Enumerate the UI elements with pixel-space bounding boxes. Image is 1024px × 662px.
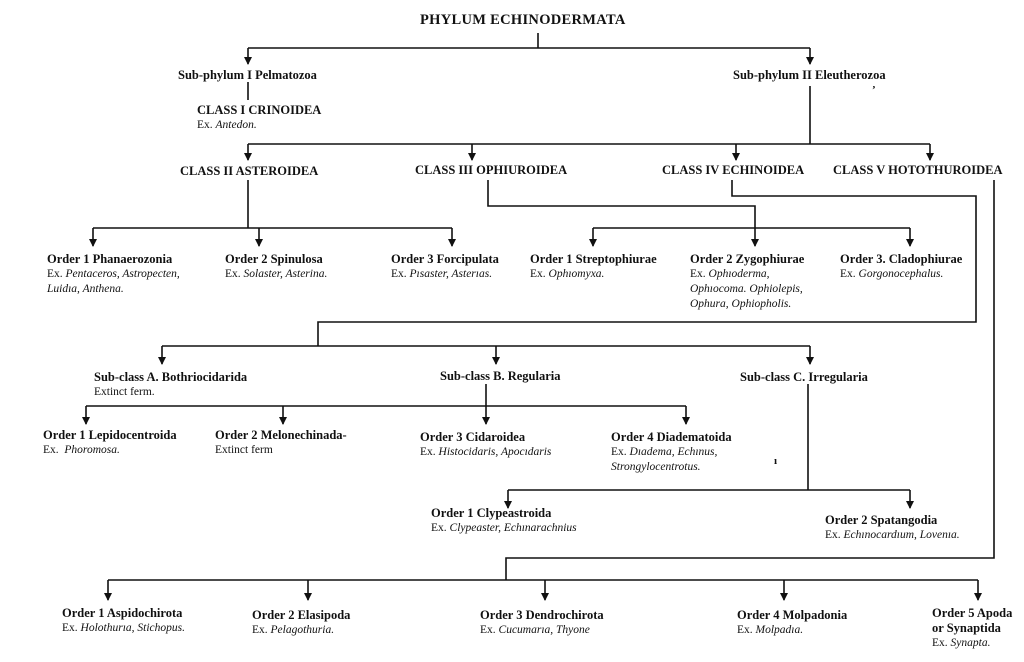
order-title: Order 5 Apoda <box>932 606 1013 620</box>
class-echinoidea-title: CLASS IV ECHINOIDEA <box>662 163 805 177</box>
order-zygophiurae: Order 2 Zygophiurae Ex. Ophıoderma, Ophı… <box>690 252 804 312</box>
order-examples: Ex. Clypeaster, Echınarachnius <box>431 522 577 534</box>
order-examples-continued: Ophıocoma. Ophiolepis, <box>690 283 803 295</box>
order-diadematoida: Order 4 Diadematoida Ex. Dıadema, Echınu… <box>611 430 732 475</box>
order-examples: Ex. Synapta. <box>932 637 991 649</box>
order-melonechinada: Order 2 Melonechinada- Extinct ferm <box>215 428 347 458</box>
subclass-title: Sub-class C. Irregularia <box>740 370 868 384</box>
order-examples: Ex. Holothurıa, Stichopus. <box>62 622 185 634</box>
order-examples: Ex. Gorgonocephalus. <box>840 268 944 280</box>
order-title: Order 1 Phanaerozonia <box>47 252 173 266</box>
order-examples: Ex. Solaster, Asterina. <box>225 268 328 280</box>
subphylum-pelmatozoa-label: Sub-phylum I Pelmatozoa <box>178 68 317 82</box>
class-asteroidea: CLASS II ASTEROIDEA <box>180 164 318 179</box>
order-title: Order 2 Elasipoda <box>252 608 351 622</box>
class-holothuroidea: CLASS V HOTOTHUROIDEA <box>833 163 1003 178</box>
order-spinulosa: Order 2 Spinulosa Ex. Solaster, Asterina… <box>225 252 327 282</box>
order-title: Order 1 Clypeastroida <box>431 506 552 520</box>
order-examples: Ex. Pısaster, Asterıas. <box>391 268 493 280</box>
order-examples-continued: Luidıa, Anthena. <box>47 283 124 295</box>
subclass-regularia: Sub-class B. Regularia <box>440 369 561 384</box>
order-lepidocentroida: Order 1 Lepidocentroida Ex. Phoromosa. <box>43 428 177 458</box>
order-cidaroidea: Order 3 Cidaroidea Ex. Histocidaris, Apo… <box>420 430 551 460</box>
order-title: Order 2 Spatangodia <box>825 513 938 527</box>
order-title: Order 3 Forcipulata <box>391 252 499 266</box>
order-title: Order 2 Spinulosa <box>225 252 323 266</box>
order-spatangodia: Order 2 Spatangodia Ex. Echınocardıum, L… <box>825 513 960 543</box>
order-title: Order 1 Streptophiurae <box>530 252 657 266</box>
order-title: Order 3 Cidaroidea <box>420 430 526 444</box>
order-cladophiurae: Order 3. Cladophiurae Ex. Gorgonocephalu… <box>840 252 962 282</box>
stray-mark: ’ <box>872 84 876 96</box>
order-examples: Ex. Histocidaris, Apocıdaris <box>420 446 552 458</box>
order-elasipoda: Order 2 Elasipoda Ex. Pelagothuria. <box>252 608 350 638</box>
subclass-title: Sub-class A. Bothriocidarida <box>94 370 248 384</box>
order-examples: Ex. Echınocardıum, Lovenıa. <box>825 529 960 541</box>
subclass-note: Extinct ferm. <box>94 386 155 398</box>
order-aspidochirota: Order 1 Aspidochirota Ex. Holothurıa, St… <box>62 606 185 636</box>
order-note: Extinct ferm <box>215 444 273 456</box>
order-forcipulata: Order 3 Forcipulata Ex. Pısaster, Asterı… <box>391 252 499 282</box>
order-title: Order 3. Cladophiurae <box>840 252 963 266</box>
order-examples-continued-2: Ophura, Ophiopholis. <box>690 298 792 310</box>
class-echinoidea: CLASS IV ECHINOIDEA <box>662 163 804 178</box>
subphylum-eleutherozoa-label: Sub-phylum II Eleutherozoa <box>733 68 886 82</box>
subphylum-pelmatozoa: Sub-phylum I Pelmatozoa <box>178 68 317 83</box>
subphylum-eleutherozoa: Sub-phylum II Eleutherozoa <box>733 68 886 83</box>
order-examples-continued: Strongylocentrotus. <box>611 461 701 473</box>
order-examples: Ex. Cucumarıa, Thyone <box>480 624 590 636</box>
order-streptophiurae: Order 1 Streptophiurae Ex. Ophıomyxa. <box>530 252 657 282</box>
order-title: Order 2 Zygophiurae <box>690 252 805 266</box>
order-title: Order 4 Molpadonia <box>737 608 848 622</box>
order-dendrochirota: Order 3 Dendrochirota Ex. Cucumarıa, Thy… <box>480 608 604 638</box>
order-examples: Ex. Pentaceros, Astropecten, <box>47 268 180 280</box>
subclass-bothriocidarida: Sub-class A. Bothriocidarida Extinct fer… <box>94 370 247 400</box>
order-examples: Ex. Ophıomyxa. <box>530 268 605 280</box>
class-asteroidea-title: CLASS II ASTEROIDEA <box>180 164 319 178</box>
class-crinoidea: CLASS I CRINOIDEA Ex. Antedon. <box>197 103 321 133</box>
order-apoda: Order 5 Apoda or Synaptida Ex. Synapta. <box>932 606 1012 651</box>
order-title-continued: or Synaptida <box>932 621 1001 635</box>
order-title: Order 4 Diadematoida <box>611 430 732 444</box>
class-crinoidea-examples: Ex. Antedon. <box>197 119 257 131</box>
order-title: Order 1 Aspidochirota <box>62 606 183 620</box>
order-examples: Ex. Phoromosa. <box>43 444 120 456</box>
order-title: Order 2 Melonechinada- <box>215 428 347 442</box>
phylum-title: PHYLUM ECHINODERMATA <box>420 12 626 28</box>
order-clypeastroida: Order 1 Clypeastroida Ex. Clypeaster, Ec… <box>431 506 577 536</box>
subclass-title: Sub-class B. Regularia <box>440 369 561 383</box>
order-title: Order 1 Lepidocentroida <box>43 428 177 442</box>
class-ophiuroidea: CLASS III OPHIUROIDEA <box>415 163 567 178</box>
order-examples: Ex. Pelagothuria. <box>252 624 335 636</box>
class-crinoidea-title: CLASS I CRINOIDEA <box>197 103 322 117</box>
order-examples: Ex. Molpadıa. <box>737 624 804 636</box>
order-title: Order 3 Dendrochirota <box>480 608 604 622</box>
stray-mark-2: ı <box>774 455 778 467</box>
order-examples: Ex. Dıadema, Echınus, <box>611 446 718 458</box>
class-ophiuroidea-title: CLASS III OPHIUROIDEA <box>415 163 568 177</box>
order-molpadonia: Order 4 Molpadonia Ex. Molpadıa. <box>737 608 847 638</box>
class-holothuroidea-title: CLASS V HOTOTHUROIDEA <box>833 163 1003 177</box>
order-examples: Ex. Ophıoderma, <box>690 268 770 280</box>
subclass-irregularia: Sub-class C. Irregularia <box>740 370 868 385</box>
order-phanaerozonia: Order 1 Phanaerozonia Ex. Pentaceros, As… <box>47 252 180 297</box>
